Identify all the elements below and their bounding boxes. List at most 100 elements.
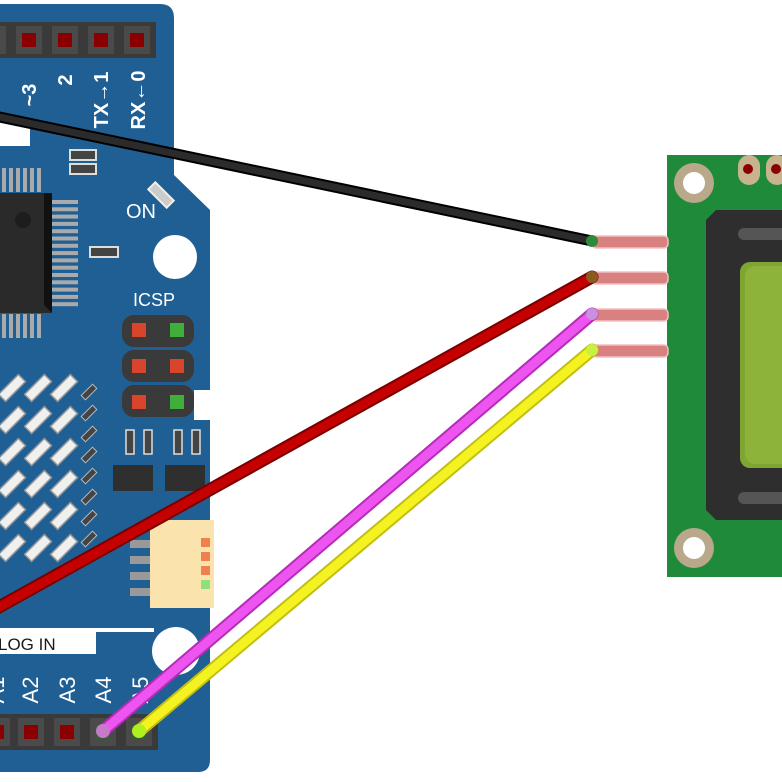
pad	[49, 405, 79, 435]
regulator	[113, 465, 153, 491]
connector-pin	[201, 552, 210, 561]
connector-pin	[201, 538, 210, 547]
pin-label-d2: 2	[55, 74, 77, 85]
chip-leg	[23, 168, 27, 192]
on-led	[146, 180, 176, 210]
chip-leg	[23, 314, 27, 338]
lcd-pin-2	[591, 271, 669, 285]
on-label: ON	[126, 201, 156, 223]
icsp-pin	[170, 323, 184, 337]
wire-end	[96, 724, 110, 738]
pad	[0, 437, 27, 467]
small-resistor	[80, 530, 98, 548]
wire-end	[586, 308, 598, 320]
black-wire[interactable]	[0, 111, 598, 247]
lcd-pin-1	[591, 235, 669, 249]
pin-label-d3: ~3	[19, 84, 41, 107]
icsp-pin	[170, 395, 184, 409]
pad	[23, 437, 53, 467]
small-resistor	[80, 383, 98, 401]
connector-lead	[130, 572, 152, 580]
chip-leg	[52, 200, 78, 204]
lcd-pins	[591, 235, 669, 358]
regulator	[165, 465, 205, 491]
lcd-slot	[738, 228, 782, 240]
smd-cap	[125, 429, 135, 455]
chip-leg	[52, 236, 78, 241]
icsp-row	[122, 350, 194, 382]
header-pin[interactable]	[22, 33, 36, 47]
smd-resistor	[69, 163, 97, 175]
wire-end	[586, 344, 598, 356]
pin-label-tx1: TX→1	[91, 72, 113, 129]
header-pin[interactable]	[58, 33, 72, 47]
analog-divider	[0, 628, 154, 632]
smd-cap	[143, 429, 153, 455]
connector-body	[150, 520, 214, 608]
chip-leg	[52, 273, 78, 277]
chip-leg	[9, 314, 13, 338]
icsp-pin	[170, 359, 184, 373]
chip-leg	[52, 221, 78, 226]
board-edge-notch	[194, 390, 210, 420]
lcd-top-pin	[771, 164, 781, 174]
smd-cap	[191, 429, 201, 455]
wire-end	[586, 235, 598, 247]
header-pin[interactable]	[130, 33, 144, 47]
pad	[49, 469, 79, 499]
pin-label-a2: A2	[18, 677, 43, 704]
mounting-hole	[153, 235, 197, 279]
smd-resistor	[89, 246, 119, 258]
chip-leg	[52, 251, 78, 256]
header-socket	[0, 26, 6, 54]
small-resistor	[80, 425, 98, 443]
connector-lead	[130, 540, 152, 548]
magenta-wire[interactable]	[96, 307, 599, 738]
pad	[23, 533, 53, 563]
pad	[0, 533, 27, 563]
transistors	[113, 429, 205, 491]
chip-leg	[52, 287, 78, 292]
red-wire[interactable]	[0, 270, 599, 614]
connector-lead	[130, 556, 152, 564]
pin-label-rx0: RX←0	[128, 71, 150, 130]
chip-leg	[2, 168, 6, 192]
microcontroller-chip	[0, 168, 78, 338]
icsp-pin	[132, 359, 146, 373]
connector-pin	[201, 566, 210, 575]
pad	[23, 373, 53, 403]
small-resistor	[80, 509, 98, 527]
header-pin[interactable]	[24, 725, 38, 739]
header-pin[interactable]	[0, 725, 4, 739]
lcd-slot	[738, 492, 782, 504]
pad	[0, 405, 27, 435]
pad	[0, 373, 27, 403]
chip-leg	[52, 265, 78, 270]
pin-label-a3: A3	[55, 677, 80, 704]
lcd-top-pin	[743, 164, 753, 174]
pad	[0, 469, 27, 499]
chip-leg	[30, 168, 34, 192]
chip-leg	[2, 314, 6, 338]
wire-end	[132, 724, 146, 738]
connector-lead	[130, 588, 152, 596]
chip-dot	[15, 212, 31, 228]
analog-label-box	[0, 632, 96, 654]
header-pin[interactable]	[94, 33, 108, 47]
chip-leg	[52, 302, 78, 307]
connector-pin	[201, 580, 210, 589]
chip-leg	[52, 294, 78, 299]
analog-in-label: LOG IN	[0, 635, 56, 654]
yellow-wire[interactable]	[132, 343, 599, 738]
wires	[0, 111, 599, 738]
header-pin[interactable]	[60, 725, 74, 739]
connector-block	[130, 520, 214, 608]
chip-leg	[52, 280, 78, 285]
digital-header	[0, 22, 156, 58]
lcd-screen	[745, 266, 782, 464]
header-socket	[0, 718, 10, 746]
on-led-body	[146, 180, 176, 210]
pad	[23, 469, 53, 499]
chip-leg	[52, 207, 78, 212]
